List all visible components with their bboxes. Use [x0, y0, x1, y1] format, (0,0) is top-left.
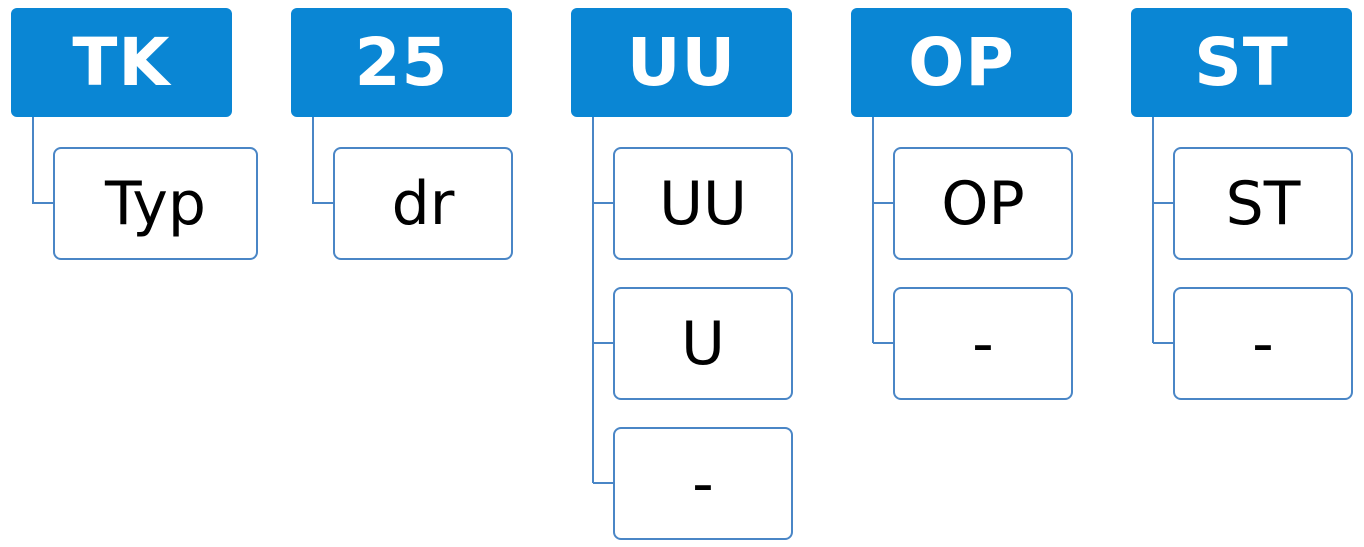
child-box: dr — [333, 147, 513, 260]
child-box: - — [613, 427, 793, 540]
group-header: ST — [1131, 8, 1352, 117]
group-op: OP OP - — [840, 0, 1100, 547]
child-box: - — [893, 287, 1073, 400]
connector-lines — [1152, 117, 1173, 344]
group-25: 25 dr — [280, 0, 540, 547]
child-box: UU — [613, 147, 793, 260]
child-box: U — [613, 287, 793, 400]
group-header: OP — [851, 8, 1072, 117]
connector-lines — [32, 117, 53, 204]
child-box: Typ — [53, 147, 258, 260]
child-box: ST — [1173, 147, 1353, 260]
connector-lines — [872, 117, 893, 344]
child-box: - — [1173, 287, 1353, 400]
connector-lines — [312, 117, 333, 204]
group-header: UU — [571, 8, 792, 117]
child-box: OP — [893, 147, 1073, 260]
connector-lines — [592, 117, 613, 484]
group-st: ST ST - — [1120, 0, 1364, 547]
group-uu: UU UU U - — [560, 0, 820, 547]
group-tk: TK Typ — [0, 0, 260, 547]
group-header: TK — [11, 8, 232, 117]
group-header: 25 — [291, 8, 512, 117]
